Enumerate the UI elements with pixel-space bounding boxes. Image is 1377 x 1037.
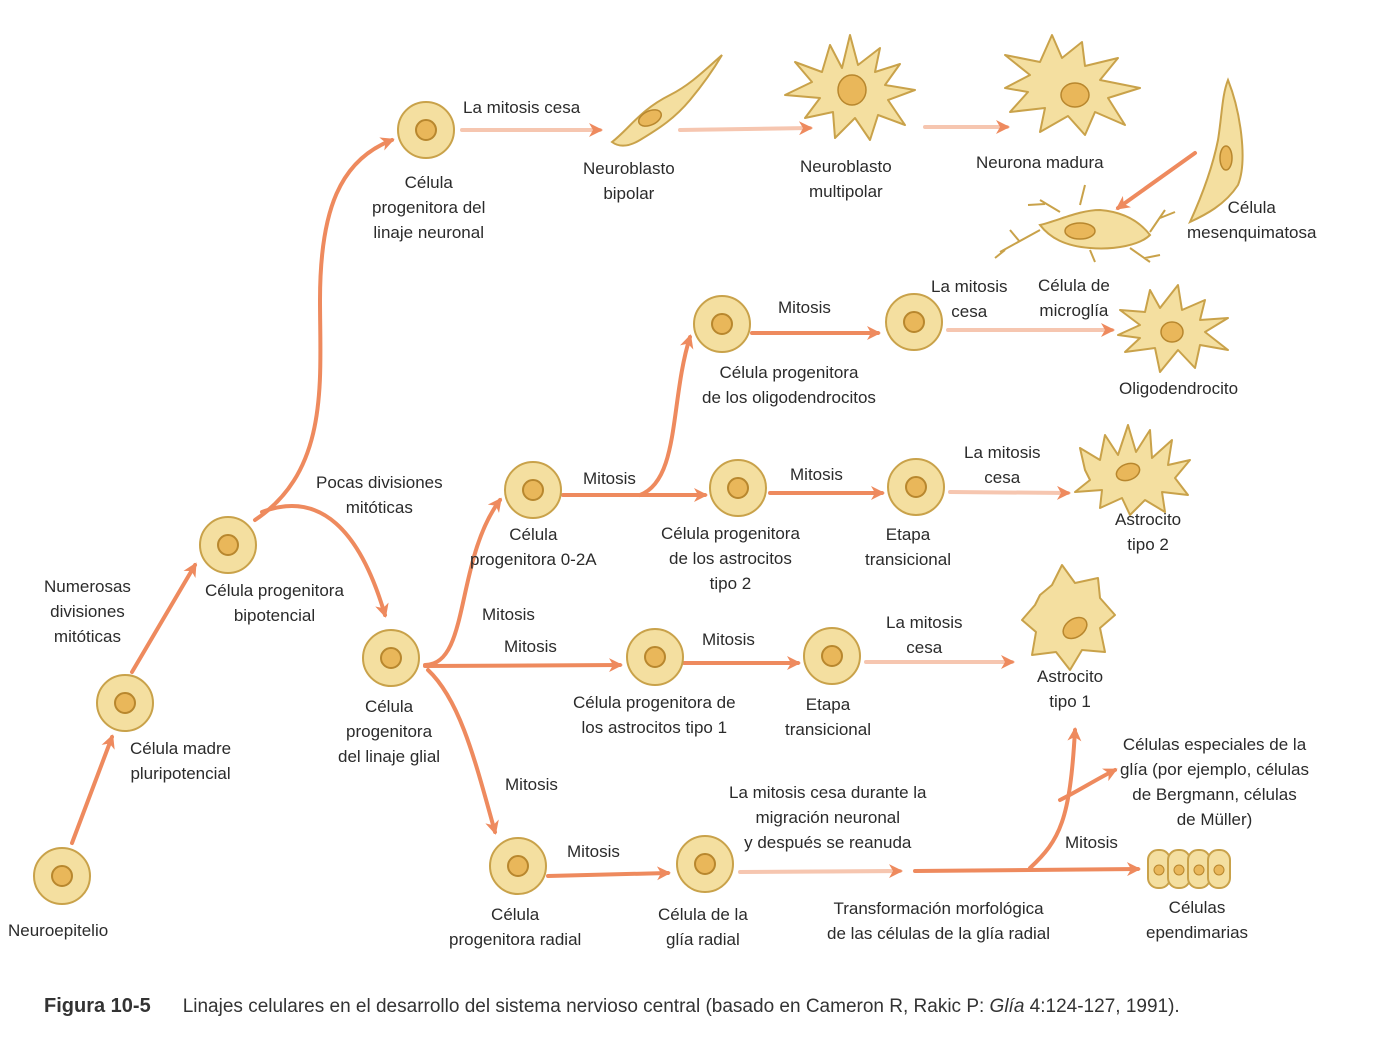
caption-text-before: Linajes celulares en el desarrollo del s…: [182, 996, 990, 1017]
cell-madre: [96, 674, 154, 732]
cell-prog-astro2: [709, 459, 767, 517]
cell-bipotencial: [199, 516, 257, 574]
arrow-trans-to-especiales: [1028, 727, 1082, 870]
neurona-madura-cell: [1004, 34, 1141, 136]
microglia-cell: [994, 184, 1176, 263]
label-mitosis-ependimaria: Mitosis: [1065, 833, 1118, 852]
cell-prog-oligo: [693, 295, 751, 353]
celula-mesenquimatosa-cell: [1187, 77, 1244, 225]
label-mitosis-cesa-1: La mitosis cesa: [463, 98, 581, 117]
arrow-branch-especiales: [1058, 768, 1118, 802]
solid-arrows: [70, 137, 1197, 881]
arrow-glial-to-astro1: [423, 658, 623, 673]
arrow-mesenq-to-microglia: [1115, 151, 1197, 210]
label-mitosis-glial-b: Mitosis: [504, 637, 557, 656]
arrow-glial-to-02a: [423, 497, 502, 667]
arrow-radial-to-glia: [546, 866, 671, 881]
astrocito-tipo2-cell: [1074, 424, 1191, 516]
neuroblasto-bipolar-cell: [610, 54, 723, 147]
astrocito-tipo1-cell: [1021, 564, 1116, 671]
arrow-glial-to-radial: [426, 668, 499, 835]
cell-prog-neuronal: [397, 101, 455, 159]
faint-arrows: [460, 120, 1115, 879]
cell-oligo-2: [885, 293, 943, 351]
label-neuroepitelio: Neuroepitelio: [8, 921, 109, 940]
label-mitosis-radial-down: Mitosis: [505, 775, 558, 794]
arrow-trans-to-ependimarias: [913, 862, 1141, 877]
caption-text-after: 4:124-127, 1991).: [1024, 996, 1180, 1017]
cell-prog-radial: [489, 837, 547, 895]
round-cells: [33, 101, 945, 905]
label-oligodendrocito: Oligodendrocito: [1119, 379, 1239, 398]
cell-prog-astro1: [626, 628, 684, 686]
cell-prog-glial: [362, 629, 420, 687]
cell-etapa-1: [803, 627, 861, 685]
cell-neuroepitelio: [33, 847, 91, 905]
arrow-madre-to-bipot: [130, 562, 197, 674]
caption-journal: Glía: [989, 996, 1025, 1017]
label-mitosis-astro1: Mitosis: [702, 630, 755, 649]
arrow-etapa2-to-astrocito2: [948, 485, 1071, 500]
arrow-bipot-to-neuronal: [253, 137, 395, 522]
arrow-02a-to-oligo: [638, 334, 694, 497]
label-neurona-madura: Neurona madura: [976, 153, 1104, 172]
label-mitosis-astro2: Mitosis: [790, 465, 843, 484]
arrow-neuro-to-madre: [70, 734, 115, 845]
neuroblasto-multipolar-cell: [784, 34, 916, 141]
label-mitosis-oligo: Mitosis: [778, 298, 831, 317]
oligodendrocito-cell: [1117, 284, 1229, 373]
cell-etapa-2: [887, 458, 945, 516]
arrow-bipolar-to-multipolar: [678, 121, 813, 136]
label-mitosis-radial: Mitosis: [567, 842, 620, 861]
figure-caption: Figura 10-5 Linajes celulares en el desar…: [44, 995, 1180, 1018]
caption-figure-number: Figura 10-5: [44, 995, 151, 1017]
cell-prog-02a: [504, 461, 562, 519]
arrow-glia-to-trans: [738, 864, 903, 879]
label-mitosis-glial-a: Mitosis: [482, 605, 535, 624]
label-mitosis-02a: Mitosis: [583, 469, 636, 488]
arrow-bipot-to-glial: [260, 504, 389, 618]
celulas-ependimarias-cells: [1147, 849, 1231, 889]
cell-glia-radial: [676, 835, 734, 893]
